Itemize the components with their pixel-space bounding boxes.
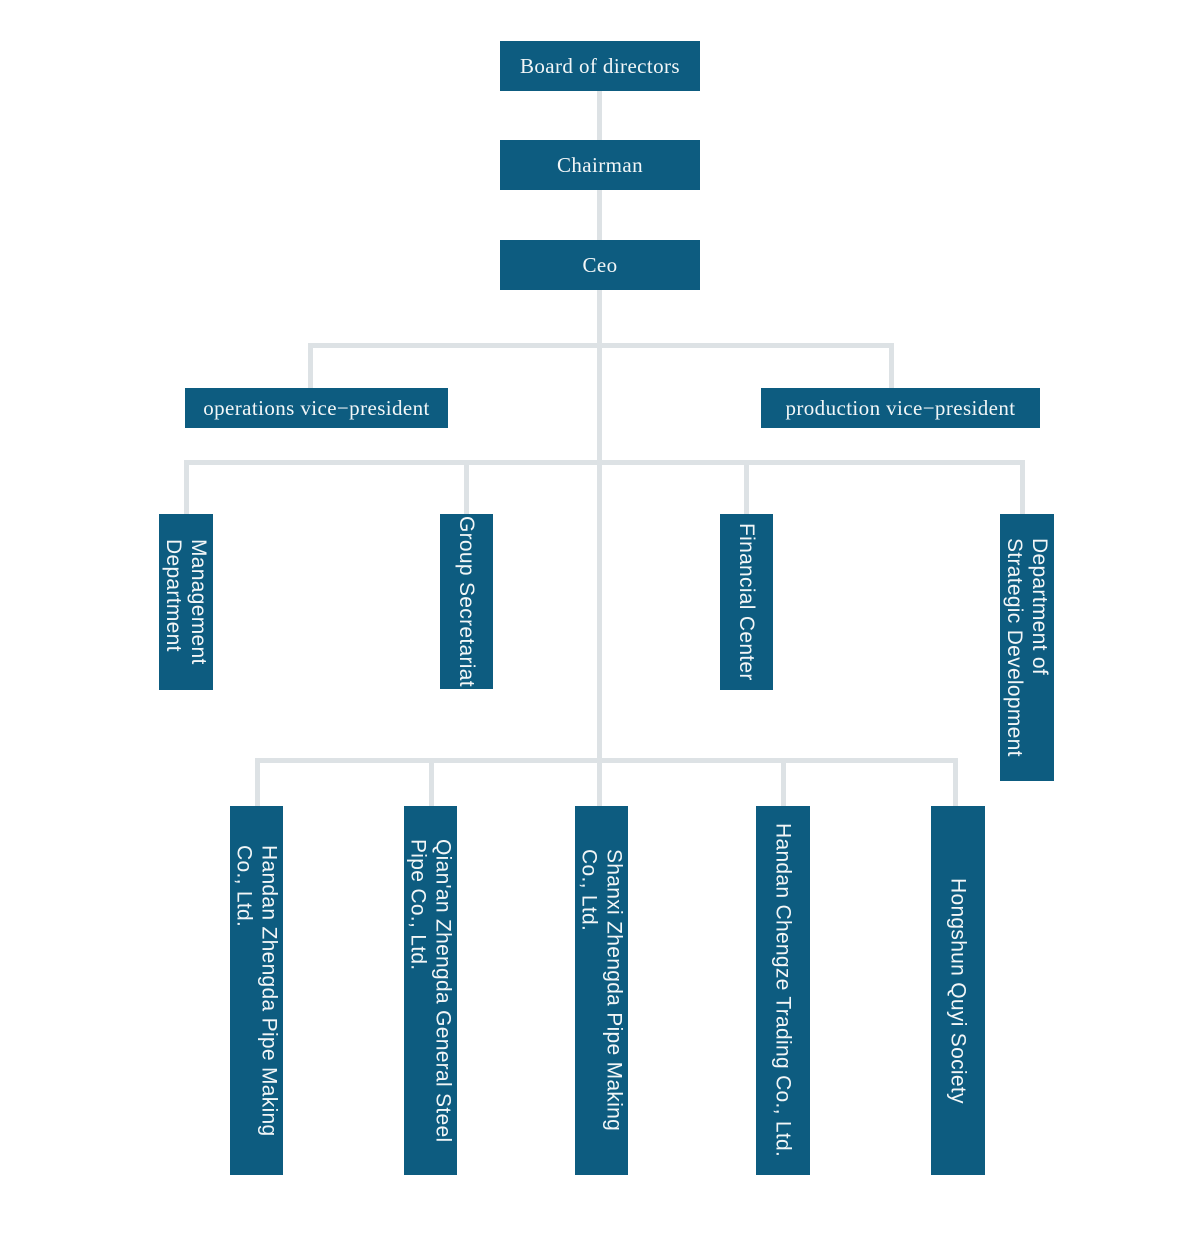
connector-subsidiary-branch [255,758,958,763]
node-group-secretariat: Group Secretariat [440,514,493,689]
connector-dept-branch [184,460,1025,465]
node-label: Ceo [582,252,618,277]
node-chairman: Chairman [500,140,700,190]
node-board-of-directors: Board of directors [500,41,700,91]
node-production-vice-president: production vice−president [761,388,1040,428]
node-label: Group Secretariat [455,516,478,687]
node-label: Department of Strategic Development [1003,538,1051,757]
connector-stub-financial [744,460,749,514]
node-ceo: Ceo [500,240,700,290]
node-handan-zhengda-pipe-making: Handan Zhengda Pipe Making Co., Ltd. [230,806,283,1175]
node-label: Financial Center [735,523,758,681]
connector-stub-operations [308,343,313,388]
node-label: Qian'an Zhengda General Steel Pipe Co., … [406,838,455,1143]
node-label: Handan Chengze Trading Co., Ltd. [771,823,795,1158]
connector-vp-branch [308,343,894,348]
node-financial-center: Financial Center [720,514,773,690]
node-management-department: Management Department [159,514,213,690]
node-label: Chairman [556,152,643,177]
connector-stub-management [184,460,189,514]
node-label: Hongshun Quyi Society [946,877,970,1104]
connector-chairman-ceo [597,190,602,240]
node-department-of-strategic-development: Department of Strategic Development [1000,514,1054,781]
node-label: operations vice−president [203,395,430,420]
node-operations-vice-president: operations vice−president [185,388,448,428]
connector-stub-handan-chengze [781,758,786,806]
node-qianan-zhengda-general-steel-pipe: Qian'an Zhengda General Steel Pipe Co., … [404,806,457,1175]
node-label: Board of directors [520,53,680,78]
node-label: Management Department [162,539,210,665]
connector-stub-hongshun [953,758,958,806]
node-shanxi-zhengda-pipe-making: Shanxi Zhengda Pipe Making Co., Ltd. [575,806,628,1175]
node-label: Shanxi Zhengda Pipe Making Co., Ltd. [577,849,626,1132]
connector-stub-handan-zhengda [255,758,260,806]
node-label: production vice−president [785,395,1016,420]
connector-stub-secretariat [464,460,469,514]
node-label: Handan Zhengda Pipe Making Co., Ltd. [232,844,281,1137]
node-handan-chengze-trading: Handan Chengze Trading Co., Ltd. [756,806,810,1175]
node-hongshun-quyi-society: Hongshun Quyi Society [931,806,985,1175]
connector-board-chairman [597,91,602,140]
connector-stub-strategic [1020,460,1025,514]
connector-stub-qianan [429,758,434,806]
connector-central-trunk [597,290,602,806]
connector-stub-production [889,343,894,388]
